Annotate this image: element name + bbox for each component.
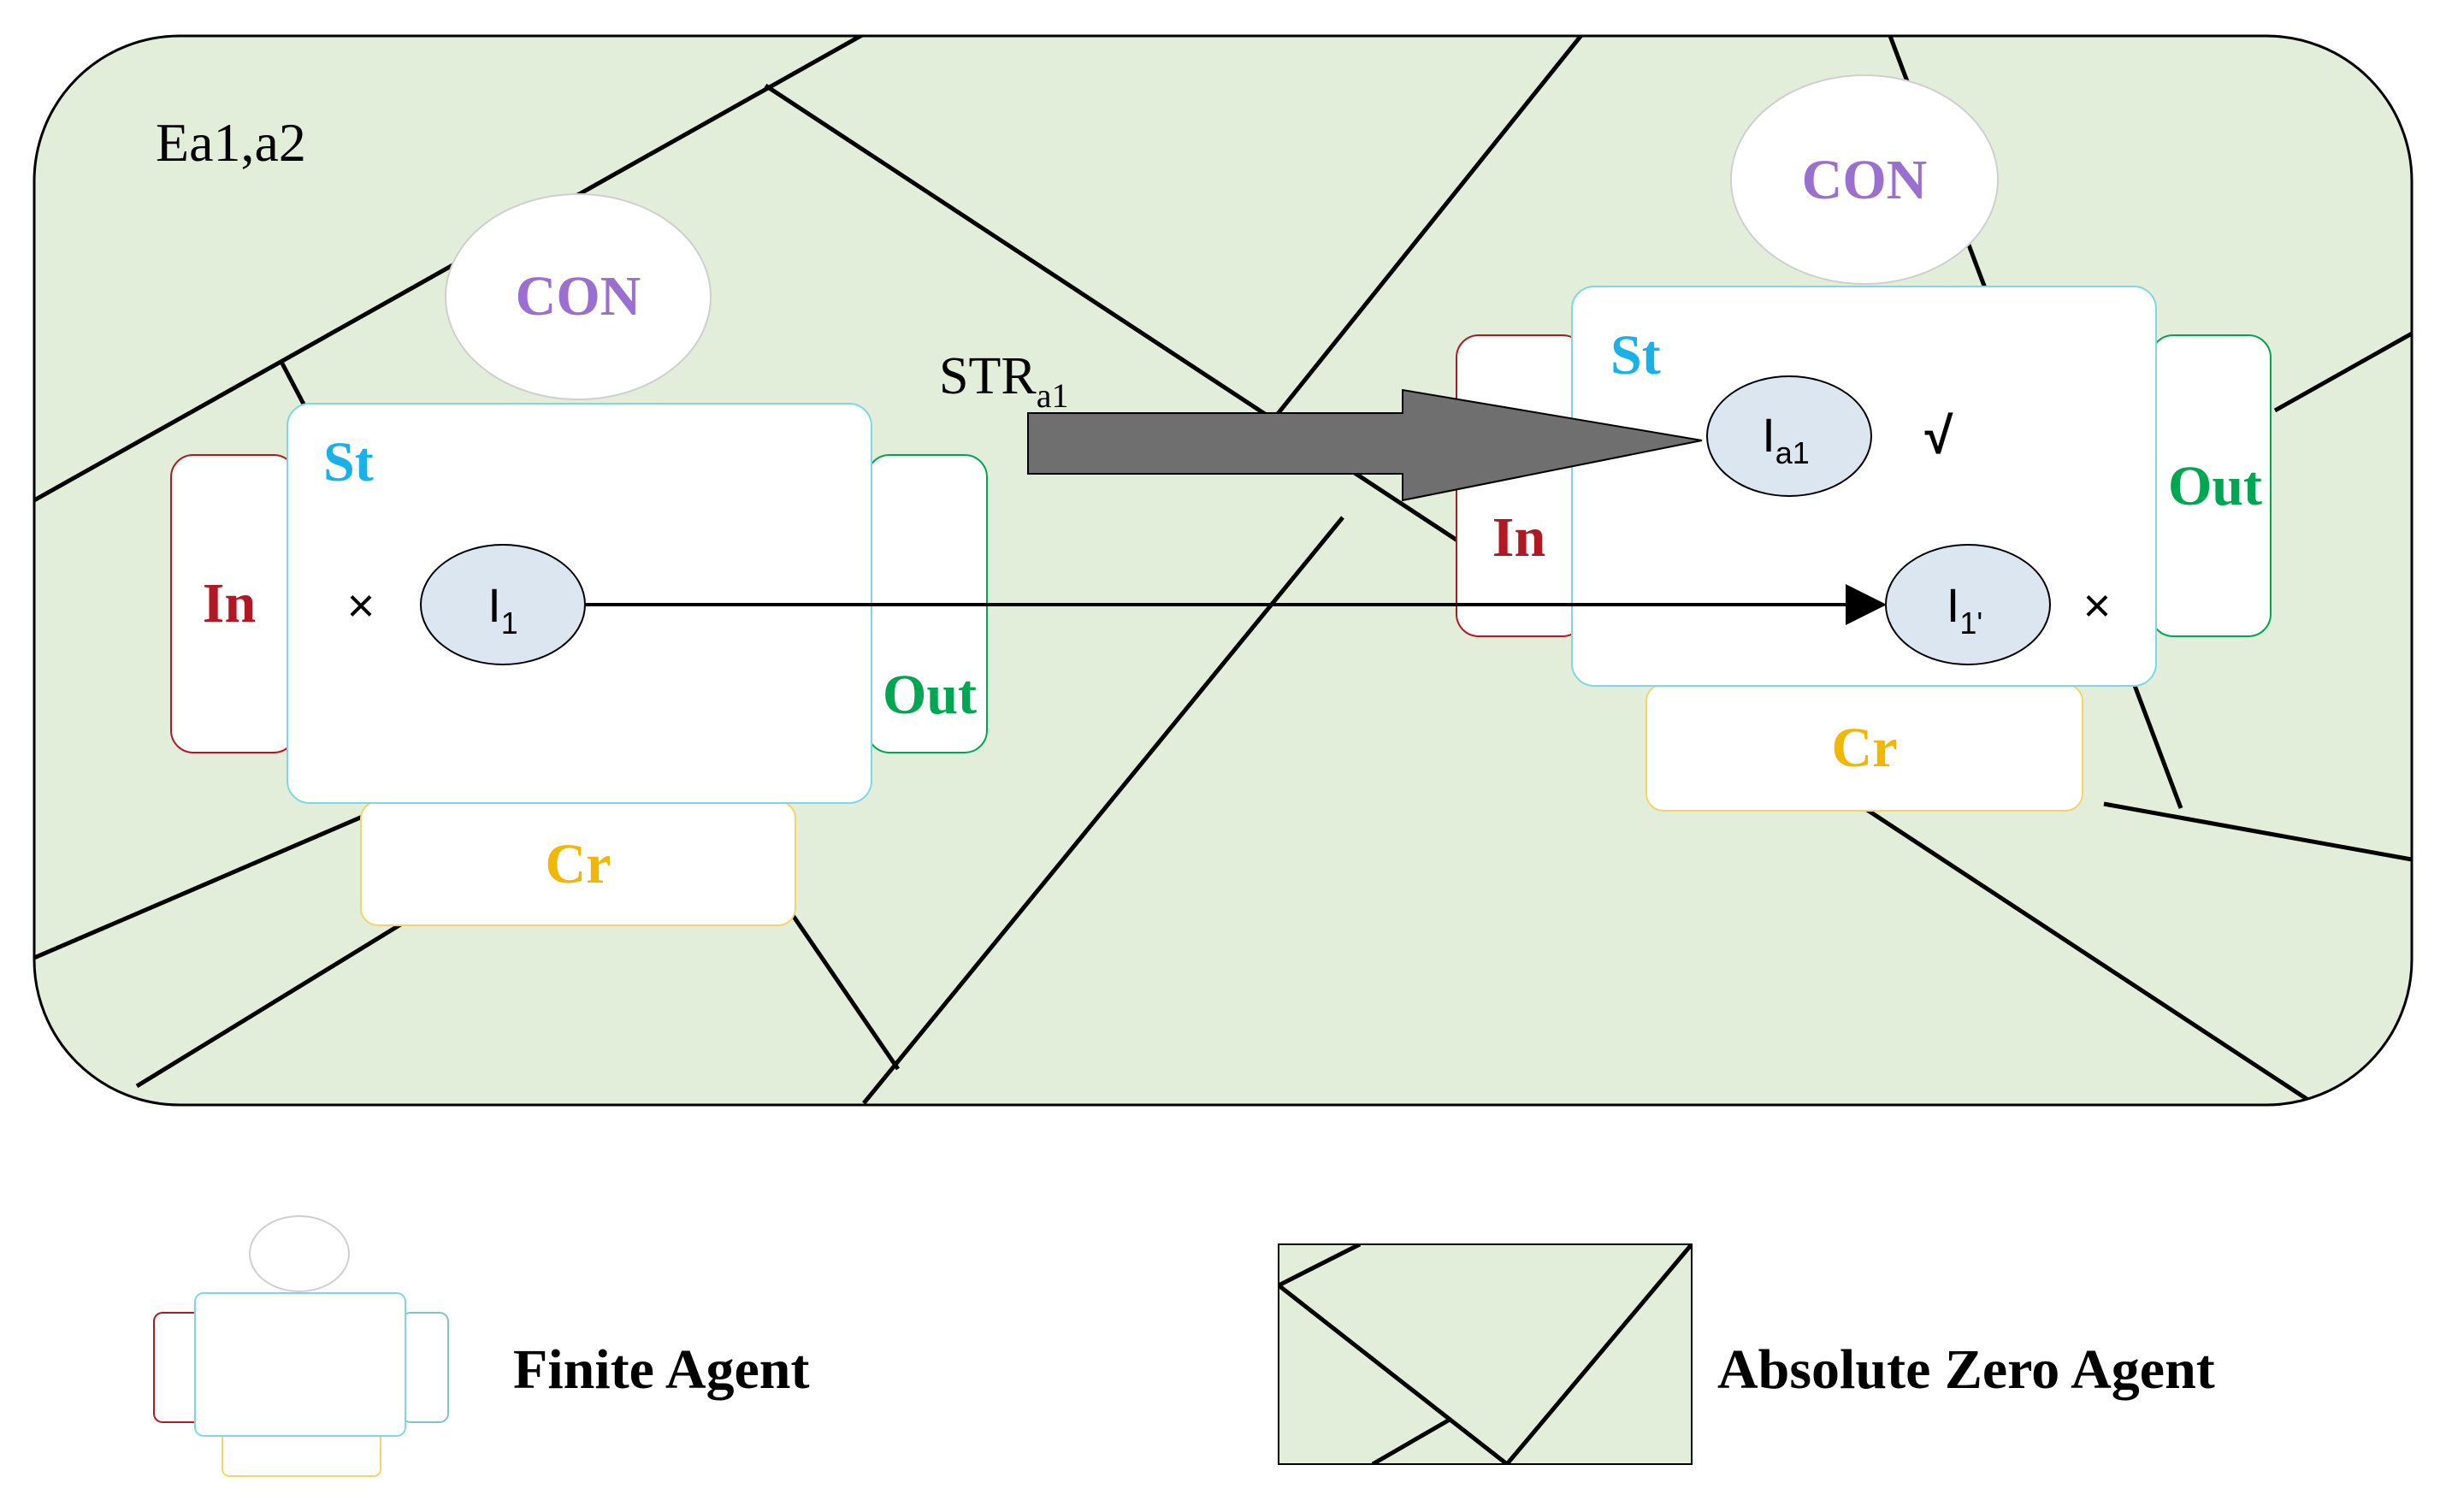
finite-agent-left: CON In Cr St Out × I1 — [170, 193, 988, 926]
state-label: St — [1610, 324, 1661, 387]
item-node-a1 — [1706, 375, 1872, 497]
out-label: Out — [883, 664, 977, 726]
in-label: In — [1492, 506, 1545, 569]
check-mark: √ — [1925, 407, 1954, 464]
con-label: CON — [1802, 149, 1928, 211]
legend-absolute-label: Absolute Zero Agent — [1717, 1338, 2215, 1401]
transfer-relations: STRa1 — [585, 347, 1887, 625]
legend-con-bubble — [249, 1215, 350, 1292]
con-bubble — [1730, 74, 1999, 285]
out-label: Out — [2168, 455, 2262, 517]
con-label: CON — [516, 265, 641, 328]
item-node-1prime-label: I1' — [1947, 578, 1982, 641]
legend-absolute-zero-icon — [1278, 1243, 1693, 1465]
legend-finite-agent-icon — [153, 1215, 449, 1477]
state-label: St — [323, 431, 374, 493]
legend-out-port — [401, 1312, 449, 1423]
cross-mark: × — [2083, 578, 2112, 632]
legend-state-box — [194, 1292, 406, 1437]
item-node-1prime — [1885, 544, 2051, 665]
item-node-label: I1 — [487, 578, 518, 641]
con-bubble — [445, 193, 712, 400]
cross-mark: × — [347, 578, 375, 632]
cr-label: Cr — [1832, 717, 1898, 779]
legend-env-swatch — [1278, 1243, 1693, 1465]
item-node-a1-label: Ia1 — [1762, 408, 1810, 470]
legend: Finite Agent Absolute Zero Agent — [153, 1215, 2215, 1477]
str-label: STRa1 — [939, 347, 1068, 415]
finite-agent-right: CON In Cr St Out Ia1 √ I1' × — [1456, 74, 2272, 812]
in-label: In — [203, 572, 256, 635]
environment-label: Ea1,a2 — [156, 112, 306, 173]
str-block-arrow — [1027, 388, 1703, 502]
legend-finite-label: Finite Agent — [513, 1338, 809, 1401]
cr-label: Cr — [546, 833, 612, 895]
item-node — [420, 544, 586, 665]
